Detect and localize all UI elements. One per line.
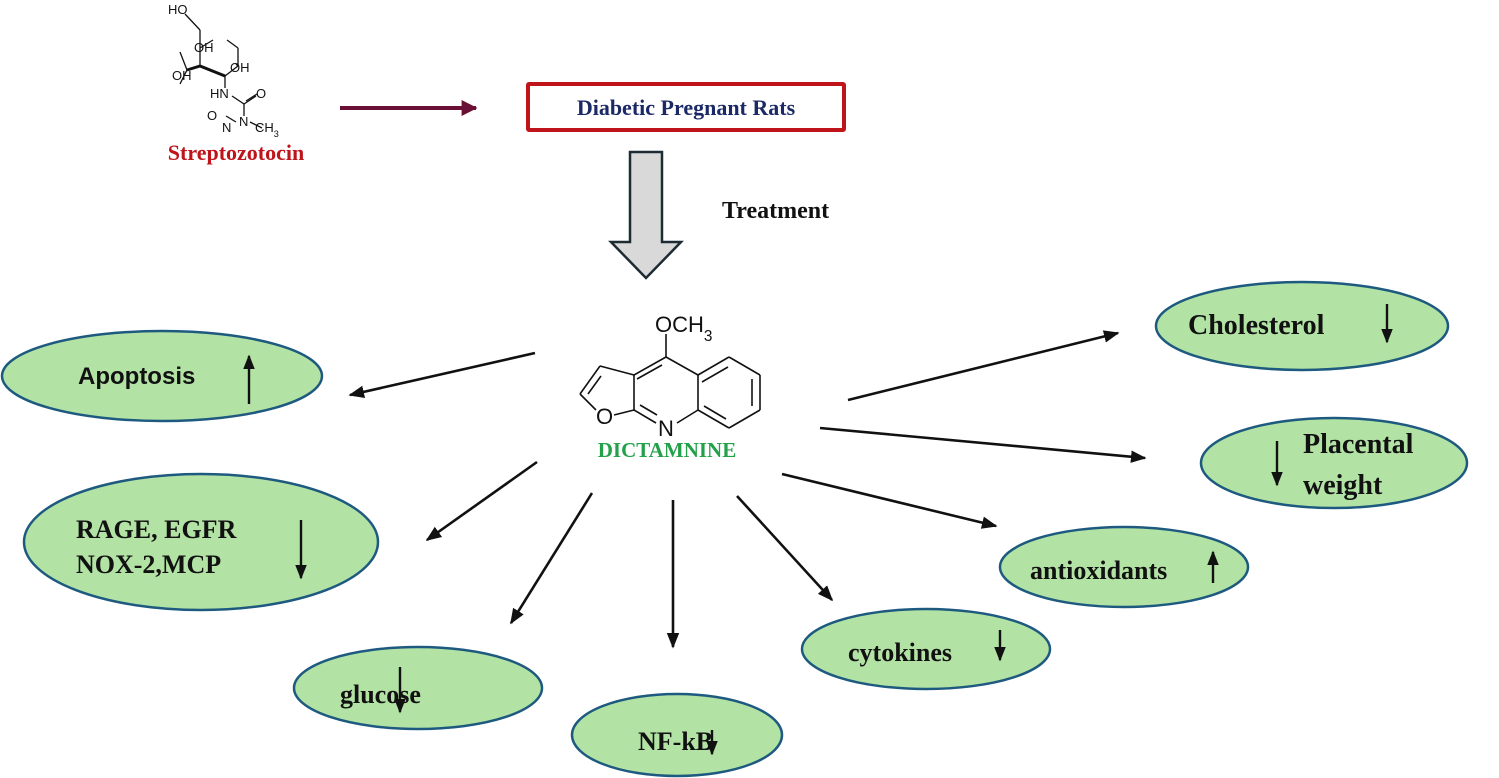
streptozotocin-structure (179, 13, 263, 129)
arrow-to-cholesterol (847, 330, 1120, 402)
treatment-label: Treatment (722, 198, 829, 224)
effect-label: antioxidants (1030, 556, 1167, 585)
atom-label: N (222, 120, 231, 135)
effect-apoptosis: Apoptosis (0, 329, 324, 423)
effect-placental-weight: Placental weight (1199, 416, 1469, 510)
effect-nfkb: NF-kB (570, 692, 784, 778)
effect-label: NOX-2,MCP (76, 550, 221, 579)
atom-label: CH3 (255, 120, 279, 139)
effect-arrows (348, 330, 1147, 649)
effect-label: NF-kB (638, 727, 713, 756)
effect-rage-egfr-nox2-mcp: RAGE, EGFR NOX-2,MCP (22, 472, 380, 612)
diabetic-pregnant-rats-box: Diabetic Pregnant Rats (526, 82, 846, 132)
ring-oxygen-label: O (596, 404, 613, 429)
arrow-to-antioxidants (781, 472, 998, 529)
atom-label: O (207, 108, 217, 123)
atom-label: O (256, 86, 266, 101)
effect-label: Apoptosis (78, 363, 195, 390)
effect-cholesterol: Cholesterol (1154, 280, 1450, 372)
effect-label: weight (1303, 470, 1383, 501)
dictamnine-structure (579, 334, 761, 429)
effect-label: cytokines (848, 638, 952, 667)
model-label: Diabetic Pregnant Rats (577, 95, 796, 120)
atom-label: OH (172, 68, 192, 83)
arrow-to-rage (425, 460, 538, 542)
effect-label: Placental (1303, 429, 1414, 460)
effect-label: glucose (340, 680, 421, 709)
methoxy-label: OCH3 (655, 312, 712, 345)
treatment-arrow (608, 150, 684, 280)
atom-label: OH (194, 40, 214, 55)
streptozotocin-label: Streptozotocin (168, 140, 304, 165)
atom-label: OH (230, 60, 250, 75)
arrow-to-placental-weight (819, 426, 1147, 463)
atom-label: HN (210, 86, 229, 101)
dictamnine-label: DICTAMNINE (598, 438, 736, 462)
arrow-to-glucose (509, 492, 594, 625)
arrow-to-apoptosis (348, 351, 536, 398)
atom-label: HO (168, 2, 188, 17)
ring-nitrogen-label: N (658, 416, 674, 441)
effect-antioxidants: antioxidants (998, 525, 1250, 609)
atom-label: N (239, 114, 248, 129)
effect-label: RAGE, EGFR (76, 515, 237, 544)
arrow-to-cytokines (736, 495, 834, 602)
effect-glucose: glucose (292, 645, 544, 731)
effect-cytokines: cytokines (800, 607, 1052, 691)
streptozotocin-atom-labels: HO OH OH OH HN O O N N CH3 (168, 2, 279, 139)
effect-label: Cholesterol (1188, 310, 1325, 341)
